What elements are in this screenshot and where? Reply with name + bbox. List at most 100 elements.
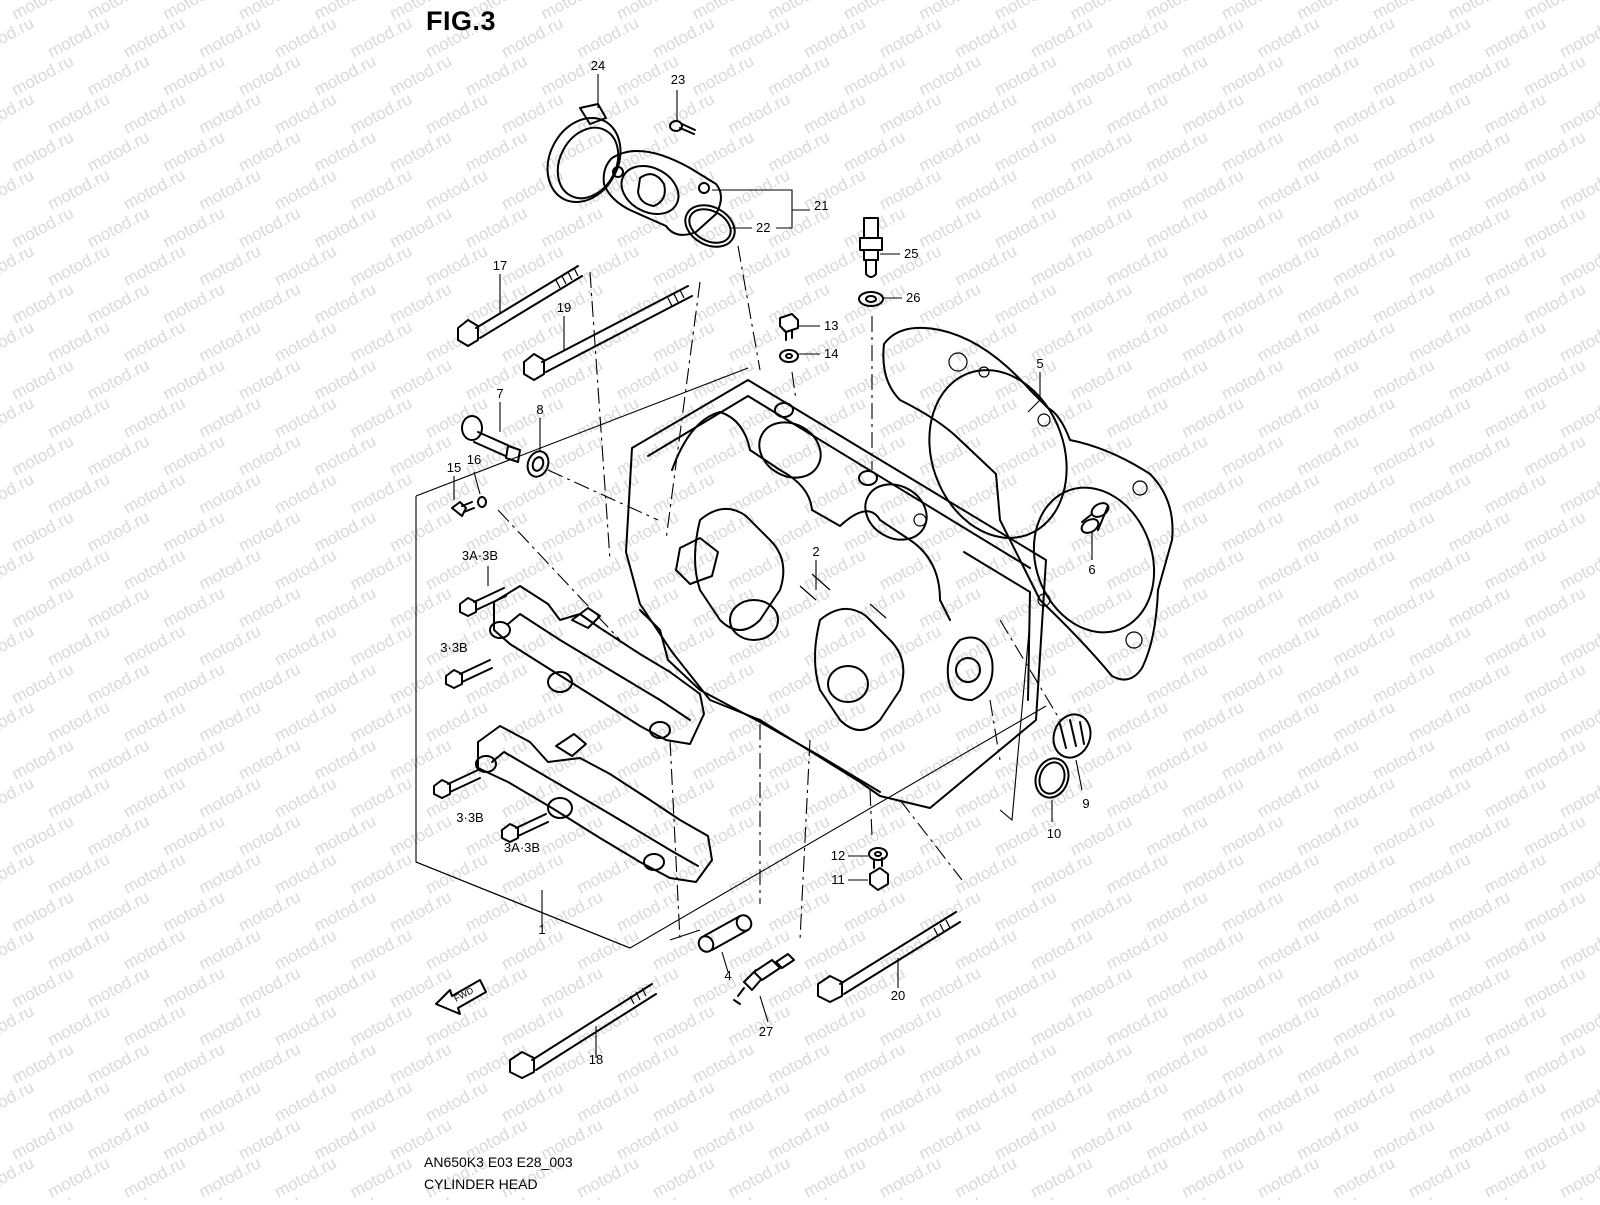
callout-27: 27	[759, 1024, 773, 1039]
watermark-text: motod.ru	[916, 1039, 984, 1087]
watermark-text: motod.ru	[649, 13, 717, 61]
watermark-text: motod.ru	[347, 469, 415, 517]
watermark-text: motod.ru	[1179, 89, 1247, 137]
part-9-cap	[1052, 713, 1092, 759]
watermark-text: motod.ru	[613, 507, 681, 555]
watermark-text: motod.ru	[1067, 963, 1135, 1011]
watermark-text: motod.ru	[916, 963, 984, 1011]
callout-3a-3b-top: 3A·3B	[462, 548, 498, 563]
watermark-text: motod.ru	[689, 811, 757, 859]
watermark-text: motod.ru	[84, 279, 152, 327]
watermark-text: motod.ru	[311, 51, 379, 99]
watermark-text: motod.ru	[45, 13, 113, 61]
watermark-text: motod.ru	[1143, 1191, 1211, 1200]
watermark-text: motod.ru	[574, 469, 642, 517]
watermark-text: motod.ru	[1179, 1077, 1247, 1125]
callout-17: 17	[493, 258, 507, 273]
watermark-text: motod.ru	[1481, 89, 1549, 137]
watermark-text: motod.ru	[991, 1039, 1059, 1087]
watermark-text: motod.ru	[1521, 1191, 1589, 1200]
watermark-text: motod.ru	[1596, 1115, 1600, 1163]
watermark-text: motod.ru	[916, 583, 984, 631]
callout-26: 26	[906, 290, 920, 305]
watermark-text: motod.ru	[1369, 1039, 1437, 1087]
watermark-text: motod.ru	[1067, 811, 1135, 859]
watermark-text: motod.ru	[347, 1001, 415, 1049]
watermark-text: motod.ru	[462, 279, 530, 327]
watermark-text: motod.ru	[120, 241, 188, 289]
watermark-text: motod.ru	[271, 1001, 339, 1049]
part-3-camshaft-holder-upper	[489, 585, 705, 745]
watermark-text: motod.ru	[840, 887, 908, 935]
watermark-text: motod.ru	[1596, 1039, 1600, 1087]
watermark-text: motod.ru	[1294, 355, 1362, 403]
watermark-text: motod.ru	[613, 1039, 681, 1087]
watermark-text: motod.ru	[120, 1153, 188, 1200]
watermark-text: motod.ru	[1067, 127, 1135, 175]
watermark-text: motod.ru	[801, 89, 869, 137]
watermark-text: motod.ru	[1143, 1115, 1211, 1163]
watermark-text: motod.ru	[0, 317, 37, 365]
watermark-text: motod.ru	[1481, 621, 1549, 669]
watermark-text: motod.ru	[1143, 735, 1211, 783]
watermark-text: motod.ru	[1218, 51, 1286, 99]
watermark-text: motod.ru	[1254, 241, 1322, 289]
watermark-text: motod.ru	[1103, 393, 1171, 441]
watermark-text: motod.ru	[1521, 51, 1589, 99]
watermark-text: motod.ru	[952, 165, 1020, 213]
watermark-text: motod.ru	[235, 583, 303, 631]
watermark-text: motod.ru	[120, 925, 188, 973]
watermark-text: motod.ru	[311, 735, 379, 783]
watermark-text: motod.ru	[0, 1191, 1, 1200]
watermark-text: motod.ru	[1481, 545, 1549, 593]
watermark-text: motod.ru	[765, 659, 833, 707]
watermark-text: motod.ru	[613, 1115, 681, 1163]
watermark-text: motod.ru	[840, 127, 908, 175]
watermark-text: motod.ru	[423, 165, 491, 213]
watermark-text: motod.ru	[196, 165, 264, 213]
watermark-text: motod.ru	[538, 279, 606, 327]
watermark-text: motod.ru	[160, 203, 228, 251]
watermark-text: motod.ru	[613, 659, 681, 707]
watermark-text: motod.ru	[160, 431, 228, 479]
watermark-text: motod.ru	[1445, 203, 1513, 251]
watermark-text: motod.ru	[387, 203, 455, 251]
watermark-text: motod.ru	[801, 13, 869, 61]
watermark-text: motod.ru	[387, 51, 455, 99]
watermark-text: motod.ru	[9, 279, 77, 327]
part-18-long-bolt	[509, 983, 657, 1079]
watermark-text: motod.ru	[1596, 887, 1600, 935]
watermark-text: motod.ru	[347, 241, 415, 289]
watermark-text: motod.ru	[1369, 887, 1437, 935]
watermark-text: motod.ru	[45, 925, 113, 973]
callout-18: 18	[589, 1052, 603, 1067]
callout-15: 15	[447, 460, 461, 475]
watermark-text: motod.ru	[462, 127, 530, 175]
watermark-text: motod.ru	[84, 51, 152, 99]
watermark-text: motod.ru	[84, 1039, 152, 1087]
watermark-text: motod.ru	[1027, 1153, 1095, 1200]
watermark-text: motod.ru	[1596, 0, 1600, 24]
part-23-screw	[669, 120, 696, 135]
watermark-text: motod.ru	[538, 431, 606, 479]
watermark-text: motod.ru	[1330, 165, 1398, 213]
part-5-head-gasket	[882, 326, 1174, 681]
watermark-text: motod.ru	[1103, 89, 1171, 137]
watermark-text: motod.ru	[196, 1077, 264, 1125]
watermark-text: motod.ru	[876, 393, 944, 441]
watermark-text: motod.ru	[9, 1115, 77, 1163]
watermark-text: motod.ru	[0, 203, 1, 251]
callout-25: 25	[904, 246, 918, 261]
watermark-text: motod.ru	[196, 773, 264, 821]
watermark-text: motod.ru	[952, 393, 1020, 441]
watermark-text: motod.ru	[1369, 507, 1437, 555]
watermark-text: motod.ru	[9, 583, 77, 631]
watermark-text: motod.ru	[160, 1191, 228, 1200]
watermark-text: motod.ru	[1445, 1115, 1513, 1163]
watermark-text: motod.ru	[235, 203, 303, 251]
watermark-text: motod.ru	[271, 545, 339, 593]
callout-14: 14	[824, 346, 838, 361]
watermark-text: motod.ru	[1103, 849, 1171, 897]
watermark-text: motod.ru	[1405, 165, 1473, 213]
watermark-text: motod.ru	[1067, 1039, 1135, 1087]
